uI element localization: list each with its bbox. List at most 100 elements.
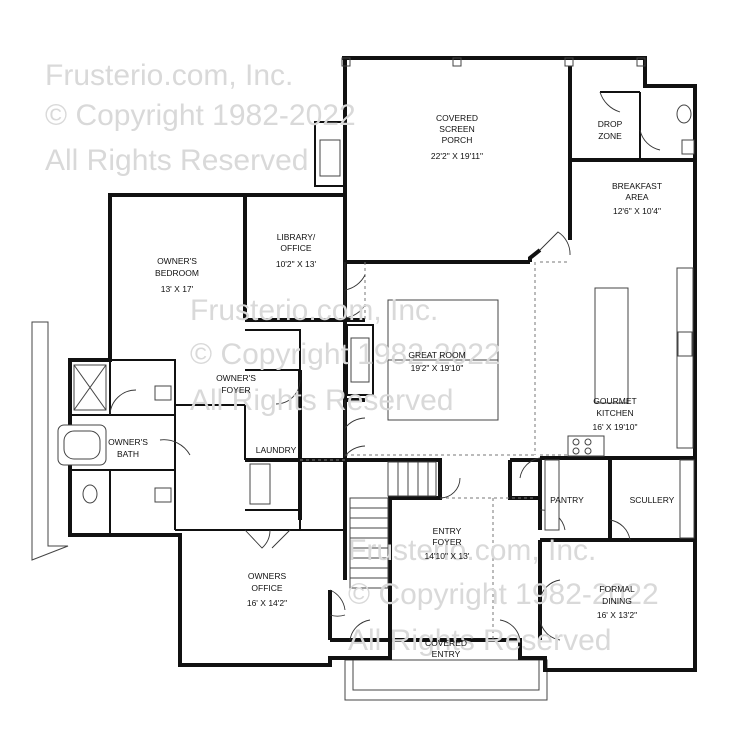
room-name: FORMAL [599,584,635,594]
room-name: OWNER'S [216,373,256,383]
room-drop-zone: DROP ZONE [598,119,623,141]
burner [584,447,592,455]
burner [572,447,580,455]
watermark-line: Frusterio.com, Inc. [190,294,438,327]
room-dimensions: 10'2" X 13' [276,259,317,269]
stair-treads [349,461,437,589]
room-name: SCULLERY [630,495,675,505]
chimney [314,121,346,187]
room-dimensions: 13' X 17' [161,284,194,294]
toilet [676,104,692,124]
burner [584,438,592,446]
room-scullery: SCULLERY [630,495,675,505]
room-name: FOYER [432,537,461,547]
wall-owner-closets [110,329,345,531]
wall-owner-bath [70,360,175,535]
watermark-line: Frusterio.com, Inc. [45,59,293,92]
watermark-line: All Rights Reserved [45,144,308,177]
watermark: Frusterio.com, Inc. © Copyright 1982-202… [190,294,501,417]
room-name: GOURMET [593,396,636,406]
wall-porch-bottom [343,186,530,264]
room-name: KITCHEN [596,408,633,418]
burner [572,438,580,446]
room-dimensions: 19'2" X 19'10" [411,363,464,373]
room-name: DINING [602,596,632,606]
room-owners-bedroom: OWNER'S BEDROOM 13' X 17' [155,256,199,294]
laundry-machines [249,463,271,505]
room-formal-dining: FORMAL DINING 16' X 13'2" [597,584,637,620]
room-name: LIBRARY/ [277,232,316,242]
room-owners-office: OWNERS OFFICE 16' X 14'2" [247,571,287,608]
kitchen-counter-right [676,267,694,449]
room-breakfast-area: BREAKFAST AREA 12'6" X 10'4" [612,181,662,216]
wall-porch-right [528,66,695,262]
toilet [82,484,98,504]
pantry-shelf [544,459,560,531]
watermark-line: Frusterio.com, Inc. [348,534,596,567]
watermark-line: © Copyright 1982-2022 [348,578,659,611]
room-dimensions: 22'2" X 19'11" [431,151,483,161]
room-name: BATH [117,449,139,459]
watermark-line: All Rights Reserved [190,384,453,417]
wall-kitchen-lower [508,456,695,542]
watermark: Frusterio.com, Inc. © Copyright 1982-202… [348,534,659,657]
bathtub [57,424,107,466]
vanity-sink [681,139,695,155]
room-name: BEDROOM [155,268,199,278]
watermark-line: All Rights Reserved [348,624,611,657]
dash-lines [300,261,570,640]
kitchen-island [594,287,629,404]
room-name: DROP [598,119,623,129]
room-name: SCREEN [439,124,474,134]
room-name: ZONE [598,131,622,141]
room-name: GREAT ROOM [408,350,465,360]
room-name: PANTRY [550,495,584,505]
fireplace [346,324,374,396]
room-name: OFFICE [280,243,311,253]
room-covered-entry: COVERED ENTRY [425,638,467,659]
room-library-office: LIBRARY/ OFFICE 10'2" X 13' [276,232,317,269]
room-name: BREAKFAST [612,181,662,191]
room-name: AREA [625,192,648,202]
room-entry-foyer: ENTRY FOYER 14'10" X 13' [424,526,469,561]
room-dimensions: 12'6" X 10'4" [613,206,661,216]
watermark-line: © Copyright 1982-2022 [190,338,501,371]
room-name: OWNER'S [108,437,148,447]
shower [73,364,107,411]
room-name: OWNER'S [157,256,197,266]
room-name: COVERED [436,113,478,123]
room-name: OWNERS [248,571,287,581]
vanity-sink [154,487,172,503]
room-dimensions: 16' X 14'2" [247,598,287,608]
bathtub-inner [63,430,101,460]
room-name: ENTRY [433,526,462,536]
doors [109,91,661,641]
room-laundry: LAUNDRY [256,445,297,455]
scullery-counter [679,459,695,539]
front-step-inner [352,659,540,691]
room-gourmet-kitchen: GOURMET KITCHEN 16' X 19'10" [592,396,637,432]
room-owners-bath: OWNER'S BATH [108,437,148,459]
room-name: ENTRY [432,649,461,659]
room-name: LAUNDRY [256,445,297,455]
exterior-wall [68,56,697,672]
front-step [344,659,548,701]
room-pantry: PANTRY [550,495,584,505]
kitchen-sink [677,331,693,357]
room-name: OFFICE [251,583,282,593]
room-dimensions: 14'10" X 13' [424,551,469,561]
room-owners-foyer: OWNER'S FOYER [216,373,256,395]
watermark: Frusterio.com, Inc. © Copyright 1982-202… [45,59,356,177]
vanity-sink [154,385,172,401]
room-name: FOYER [221,385,250,395]
room-name: COVERED [425,638,467,648]
room-dimensions: 16' X 13'2" [597,610,637,620]
watermark-line: © Copyright 1982-2022 [45,99,356,132]
wall-laundry [245,370,345,520]
room-covered-screen-porch: COVERED SCREEN PORCH 22'2" X 19'11" [431,113,483,161]
porch-corner-markers [341,57,646,67]
fireplace-firebox [350,337,370,383]
room-name: PORCH [442,135,473,145]
shower-x [73,364,107,411]
